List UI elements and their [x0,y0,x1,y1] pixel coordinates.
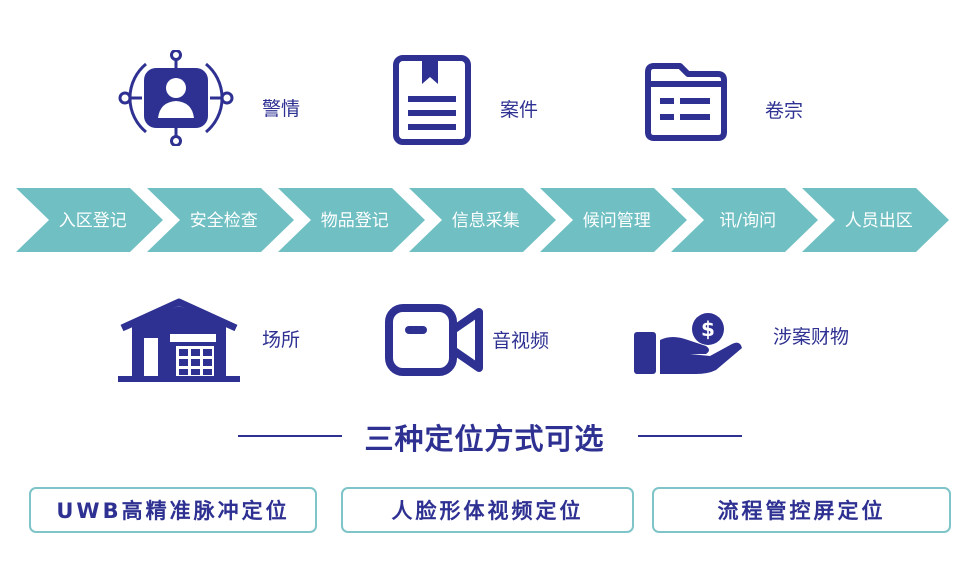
option-flow-screen: 流程管控屏定位 [652,487,951,533]
warehouse-icon [118,298,240,384]
bottom-item-label-video: 音视频 [492,330,550,352]
top-item-label-alarm: 警情 [262,98,301,120]
flow-step-label: 讯/询问 [719,211,777,231]
headline-rule-right [638,435,742,437]
flow-step-label: 入区登记 [58,211,127,231]
case-document-icon [392,54,472,146]
flow-step-chevron [278,188,425,252]
bottom-item-label-property: 涉案财物 [773,326,850,348]
flow-step-label: 物品登记 [320,211,389,231]
flow-step-chevron [540,188,687,252]
flow-step-label: 安全检查 [189,211,258,231]
svg-text:$: $ [701,317,715,341]
headline: 三种定位方式可选 [364,422,605,456]
video-camera-icon [383,302,485,378]
flow-step-chevron [671,188,818,252]
top-item-label-folder: 卷宗 [765,100,804,122]
flow-step-label: 候问管理 [582,211,651,231]
flow-step-chevron [16,188,163,252]
headline-rule-left [238,435,342,437]
alarm-person-icon [118,50,234,146]
flow-step-label: 人员出区 [844,211,913,231]
flow-step-label: 信息采集 [451,211,520,231]
flow-step-chevron [147,188,294,252]
top-item-label-case: 案件 [500,99,539,121]
flow-step-chevron [409,188,556,252]
file-folder-icon [644,62,728,142]
option-face-video: 人脸形体视频定位 [341,487,634,533]
flow-step-chevron [802,188,949,252]
bottom-item-label-site: 场所 [262,329,301,351]
option-uwb: UWB高精准脉冲定位 [29,487,317,533]
hand-money-icon: $ [632,312,744,378]
